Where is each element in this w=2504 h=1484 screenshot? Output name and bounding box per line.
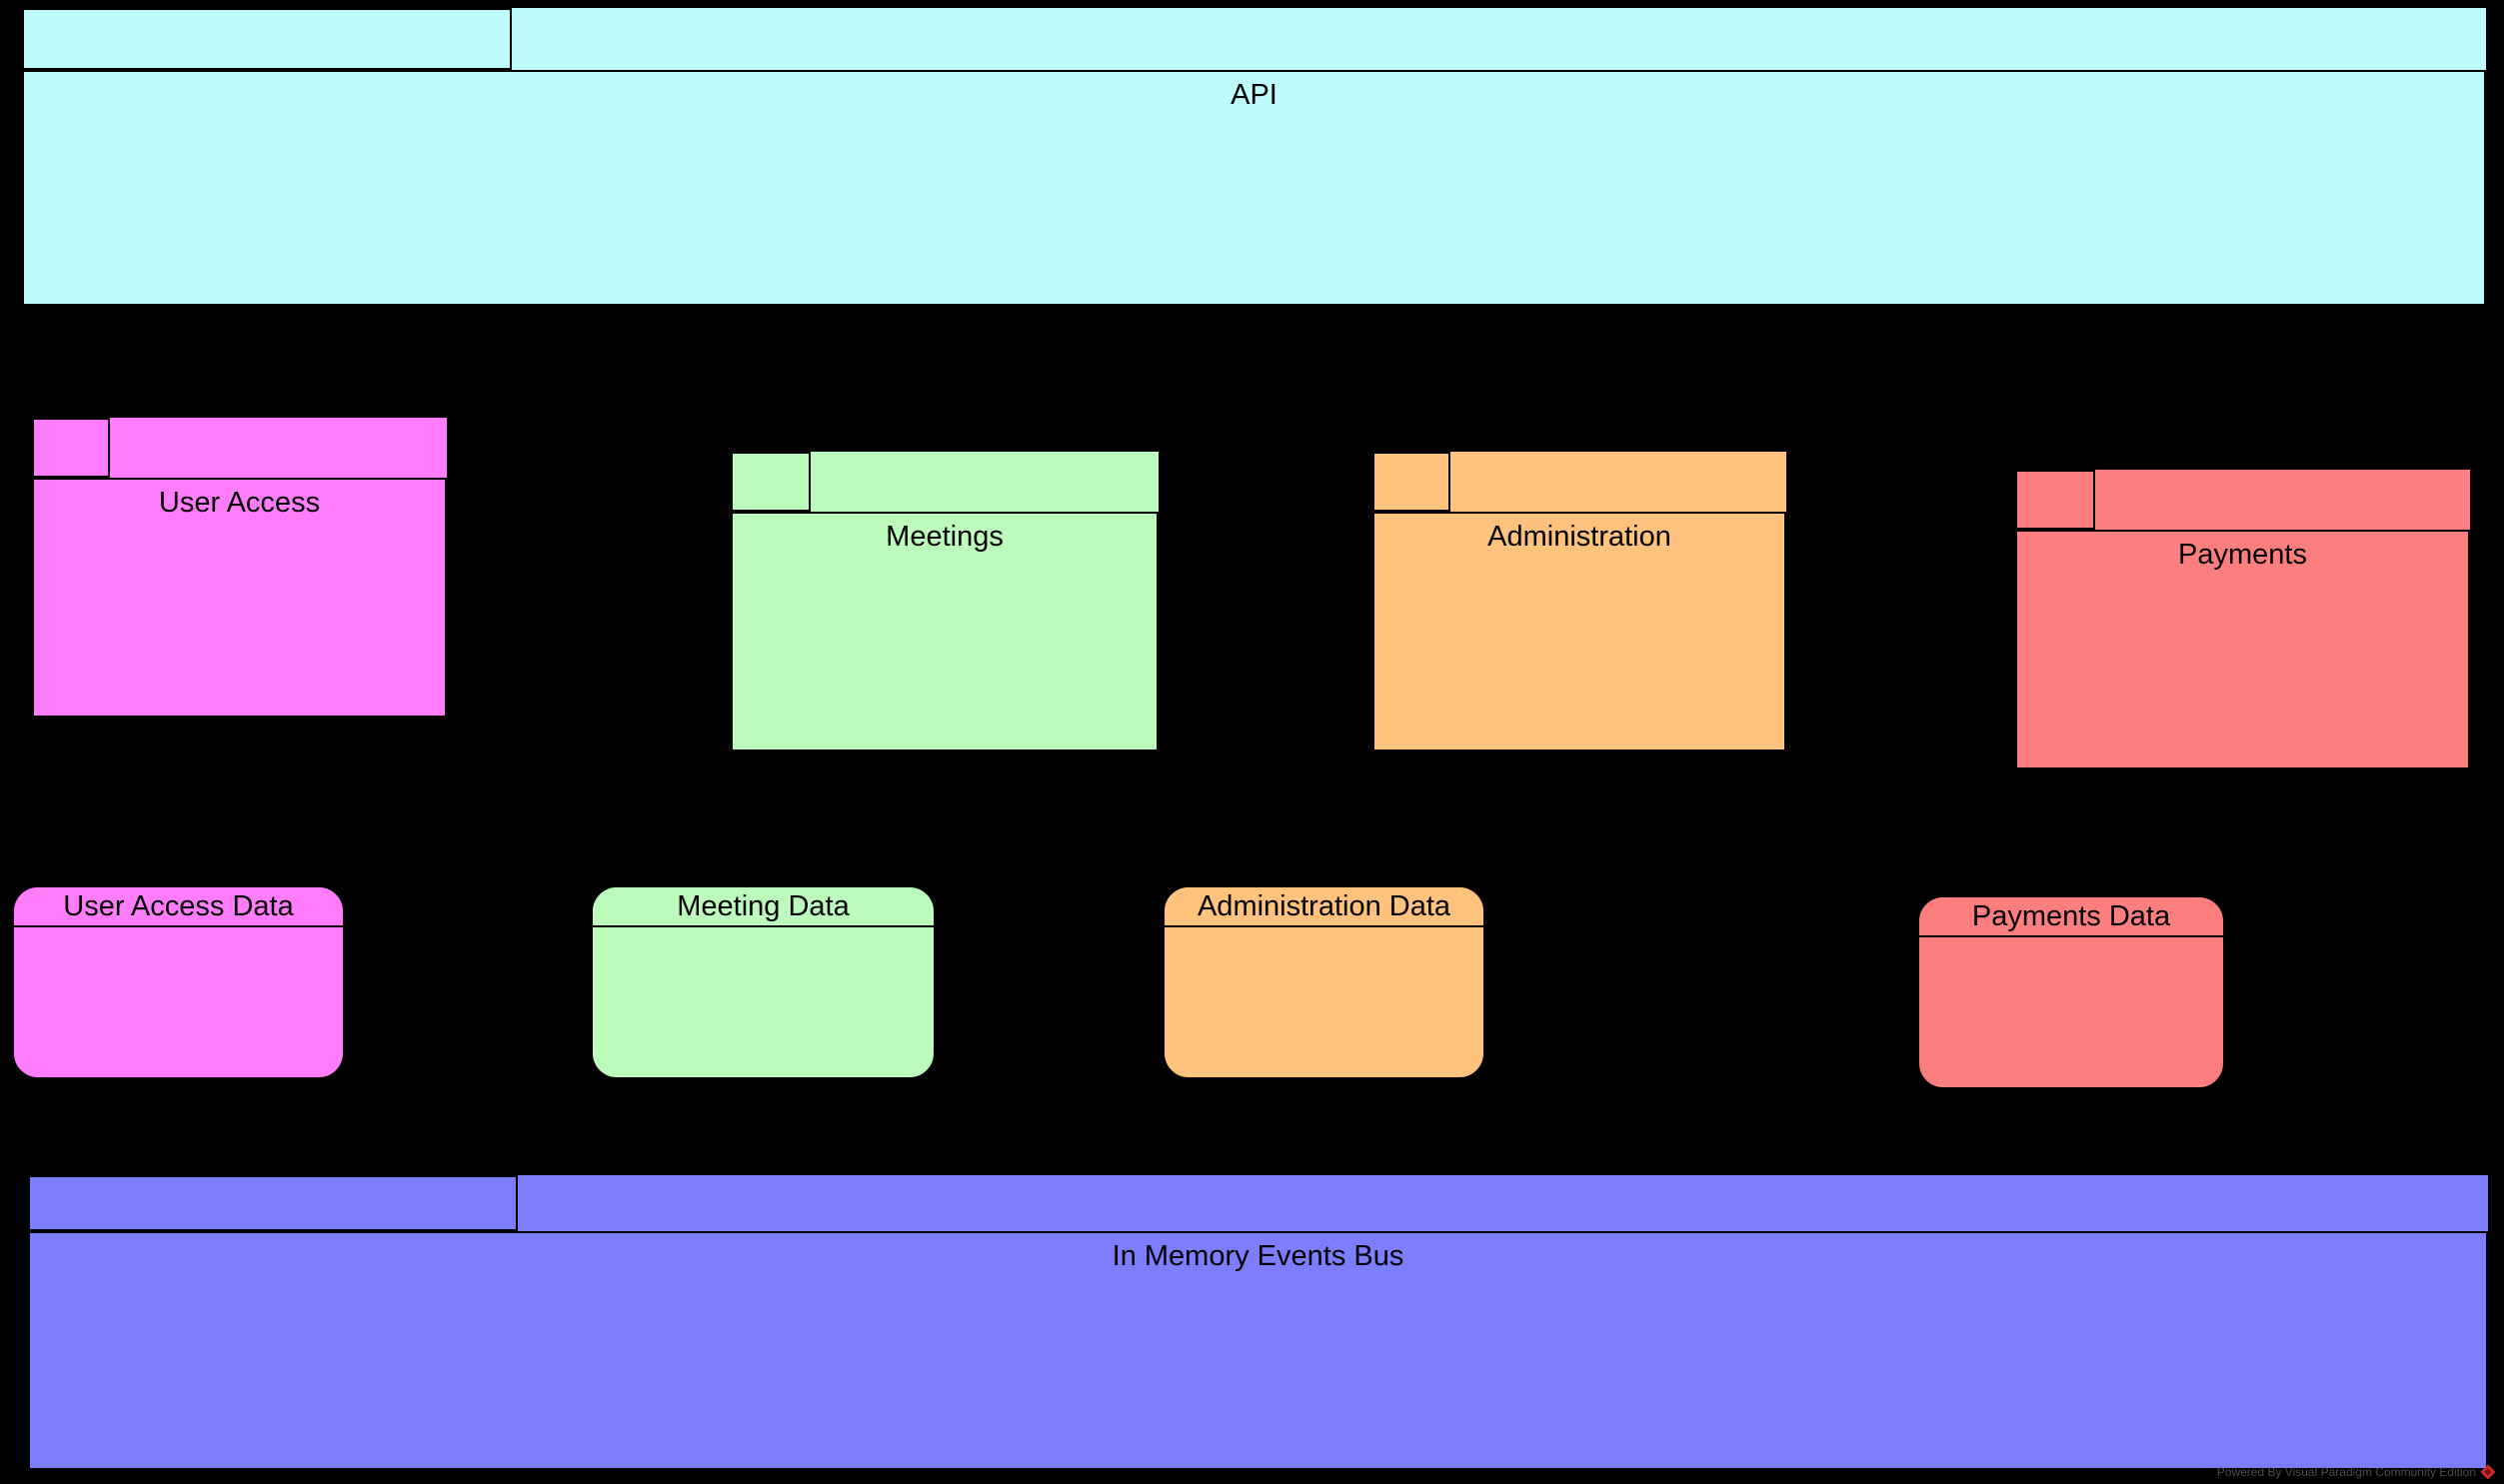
package-user-access-tab bbox=[32, 418, 110, 478]
package-api-tab bbox=[22, 8, 512, 70]
datastore-user-access-label: User Access Data bbox=[14, 887, 343, 927]
datastore-administration-label: Administration Data bbox=[1165, 887, 1483, 927]
package-administration-label: Administration bbox=[1487, 521, 1671, 553]
package-api-body: API bbox=[22, 70, 2486, 306]
package-meetings[interactable]: Meetings bbox=[731, 452, 1159, 751]
package-user-access-body: User Access bbox=[32, 478, 447, 718]
package-user-access[interactable]: User Access bbox=[32, 418, 447, 718]
package-meetings-label: Meetings bbox=[886, 521, 1004, 553]
datastore-meeting[interactable]: Meeting Data bbox=[591, 885, 936, 1079]
package-meetings-tab bbox=[731, 452, 811, 512]
package-meetings-body: Meetings bbox=[731, 512, 1159, 751]
datastore-user-access[interactable]: User Access Data bbox=[12, 885, 345, 1079]
package-events-bus-body: In Memory Events Bus bbox=[28, 1231, 2488, 1470]
package-payments-tab bbox=[2015, 470, 2095, 530]
package-api[interactable]: API bbox=[22, 8, 2486, 306]
package-user-access-label: User Access bbox=[158, 487, 321, 519]
datastore-payments[interactable]: Payments Data bbox=[1917, 895, 2225, 1089]
datastore-meeting-label: Meeting Data bbox=[593, 887, 934, 927]
package-payments-label: Payments bbox=[2178, 539, 2307, 571]
package-api-label: API bbox=[1231, 79, 1277, 111]
package-payments[interactable]: Payments bbox=[2015, 470, 2470, 769]
package-events-bus-label: In Memory Events Bus bbox=[1112, 1240, 1404, 1272]
package-administration-tab bbox=[1372, 452, 1450, 512]
package-payments-body: Payments bbox=[2015, 530, 2470, 769]
package-in-memory-events-bus[interactable]: In Memory Events Bus bbox=[28, 1175, 2488, 1470]
package-administration-body: Administration bbox=[1372, 512, 1786, 751]
datastore-payments-label: Payments Data bbox=[1919, 897, 2223, 937]
datastore-administration[interactable]: Administration Data bbox=[1163, 885, 1485, 1079]
package-administration[interactable]: Administration bbox=[1372, 452, 1786, 751]
package-events-bus-tab bbox=[28, 1175, 518, 1231]
